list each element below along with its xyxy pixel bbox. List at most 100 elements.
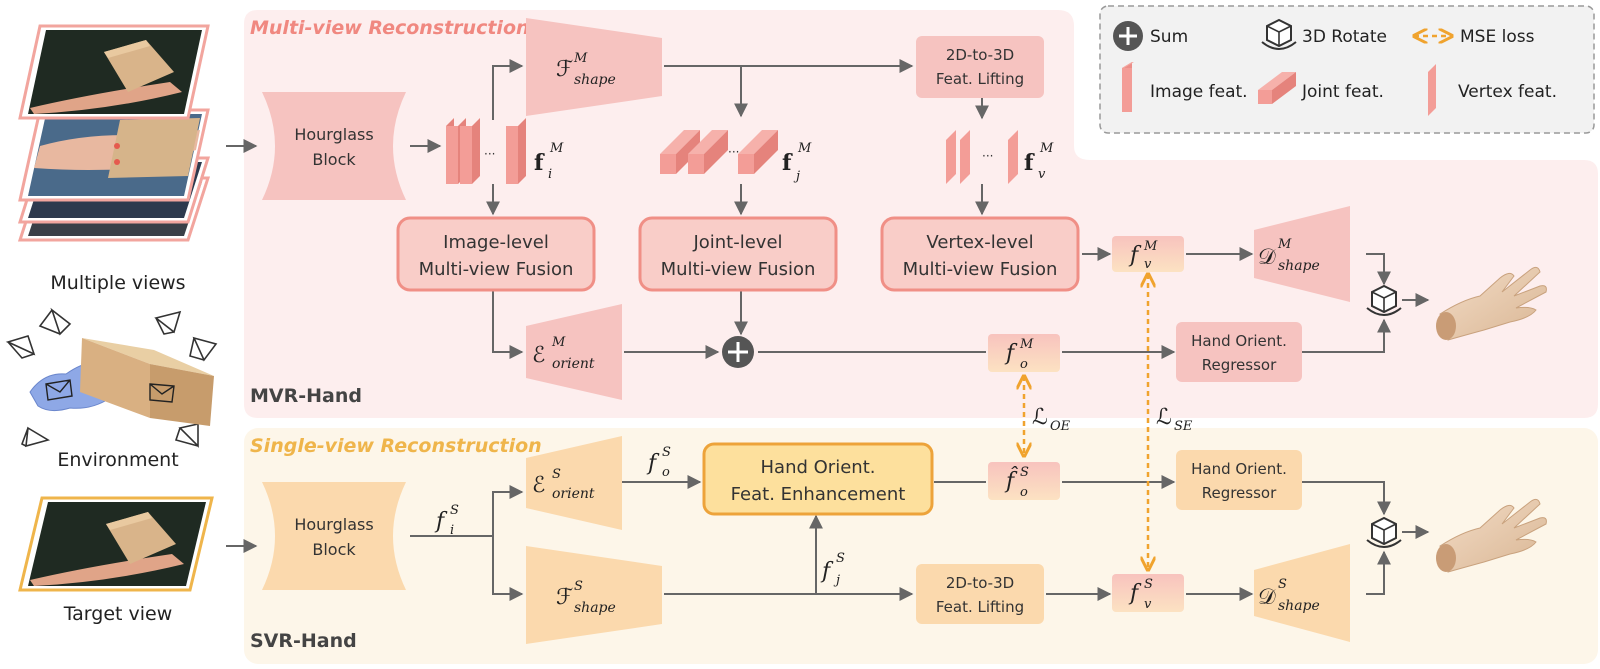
camera-icon — [174, 423, 199, 448]
svg-text:Hand Orient.: Hand Orient. — [1191, 460, 1287, 478]
image-level-fusion: Image-level Multi-view Fusion — [396, 216, 596, 292]
svg-text:M: M — [1277, 237, 1292, 252]
mvr-vertex-feat-stack: ··· — [946, 130, 1018, 184]
svg-text:M: M — [551, 335, 566, 350]
multiple-views-label: Multiple views — [50, 272, 185, 294]
image-feat-icon — [1122, 62, 1134, 112]
sum-icon — [1113, 21, 1143, 51]
svg-text:ℒ: ℒ — [1032, 405, 1048, 430]
mvr-title: Multi-view Reconstruction — [250, 17, 530, 39]
svg-text:Hourglass: Hourglass — [294, 125, 373, 144]
svg-text:S: S — [450, 503, 459, 518]
svg-text:Feat. Lifting: Feat. Lifting — [936, 598, 1024, 616]
svg-text:Feat. Lifting: Feat. Lifting — [936, 70, 1024, 88]
mvr-vertex-feat-label: f M v — [1024, 141, 1054, 182]
view-image-1 — [18, 24, 210, 120]
svg-text:Image-level: Image-level — [443, 232, 549, 253]
svr-feat-enhancement: Hand Orient. Feat. Enhancement — [702, 442, 934, 516]
svr-orient-regressor: Hand Orient. Regressor — [1176, 450, 1302, 510]
camera-icon — [38, 307, 72, 336]
svg-text:M: M — [797, 141, 812, 156]
multi-view-images — [17, 24, 211, 242]
svr-orient-encoder-label: ℰ S orient — [532, 467, 595, 502]
svg-text:ℰ: ℰ — [532, 473, 545, 498]
target-view-label: Target view — [63, 603, 173, 625]
view-image-2 — [18, 108, 210, 202]
svg-text:f: f — [1024, 150, 1035, 176]
svg-text:Hourglass: Hourglass — [294, 515, 373, 534]
svg-text:Multi-view Fusion: Multi-view Fusion — [903, 259, 1058, 280]
svr-shape-encoder — [526, 546, 662, 644]
mvr-hourglass-block: Hourglass Block — [262, 92, 406, 200]
joint-feat-icon — [1258, 72, 1296, 104]
svg-text:OE: OE — [1050, 419, 1071, 434]
svg-text:Hand Orient.: Hand Orient. — [761, 457, 876, 478]
svg-text:j: j — [793, 169, 800, 184]
svg-text:o: o — [1020, 485, 1028, 500]
mvr-image-feat-label: f M i — [534, 141, 564, 182]
svg-text:SE: SE — [1174, 419, 1193, 434]
svr-lifting-block: 2D-to-3D Feat. Lifting — [916, 564, 1044, 624]
svg-text:S: S — [552, 467, 561, 482]
svg-text:Multi-view Fusion: Multi-view Fusion — [419, 259, 574, 280]
svg-text:Multi-view Fusion: Multi-view Fusion — [661, 259, 816, 280]
svg-text:2D-to-3D: 2D-to-3D — [946, 46, 1014, 64]
svg-text:shape: shape — [1278, 598, 1320, 614]
svg-text:S: S — [574, 579, 583, 594]
svg-text:shape: shape — [574, 72, 616, 88]
svr-name: SVR-Hand — [250, 630, 357, 652]
sum-node-icon — [722, 336, 754, 368]
camera-icon — [189, 336, 218, 362]
legend-image-feat-label: Image feat. — [1150, 82, 1248, 102]
svg-text:orient: orient — [552, 486, 595, 502]
svg-text:Regressor: Regressor — [1202, 356, 1277, 374]
svg-text:f: f — [534, 150, 545, 176]
mvr-joint-feat-stack: ··· — [660, 130, 778, 174]
mvr-shape-encoder — [526, 18, 662, 116]
svr-title: Single-view Reconstruction — [250, 435, 542, 457]
environment-label: Environment — [57, 449, 178, 471]
legend-sum-label: Sum — [1150, 27, 1188, 47]
svg-text:Hand Orient.: Hand Orient. — [1191, 332, 1287, 350]
mvr-orient-regressor: Hand Orient. Regressor — [1176, 322, 1302, 382]
mvr-rotate-icon — [1366, 284, 1402, 316]
svg-text:M: M — [549, 141, 564, 156]
svg-text:ℱ: ℱ — [556, 585, 573, 610]
svg-text:shape: shape — [574, 600, 616, 616]
svg-text:S: S — [1144, 577, 1153, 592]
svg-text:j: j — [833, 573, 840, 588]
svr-rotate-icon — [1366, 516, 1402, 548]
svg-text:M: M — [573, 51, 588, 66]
mvr-shape-decoder-label: 𝒟 M shape — [1258, 237, 1320, 274]
svg-text:shape: shape — [1278, 258, 1320, 274]
mvr-lifting-block: 2D-to-3D Feat. Lifting — [916, 36, 1044, 98]
camera-icon — [20, 426, 51, 448]
svr-shape-decoder-label: 𝒟 S shape — [1258, 577, 1320, 614]
environment-illustration — [5, 307, 218, 448]
vertex-level-fusion: Vertex-level Multi-view Fusion — [880, 216, 1080, 292]
svr-fo-hat-box: f̂ S o — [988, 462, 1060, 500]
svg-text:o: o — [662, 465, 670, 480]
mvr-shape-decoder — [1254, 206, 1350, 302]
svg-text:𝒟: 𝒟 — [1258, 245, 1276, 270]
mvr-image-feat-stack: ··· — [446, 118, 526, 184]
legend: Sum 3D Rotate MSE loss Image feat. Joint… — [1099, 5, 1595, 134]
svg-text:v: v — [1144, 597, 1152, 612]
svr-shape-encoder-label: ℱ S shape — [556, 579, 616, 616]
mvr-fv-box: f M v — [1112, 236, 1184, 272]
svg-text:ℱ: ℱ — [556, 57, 573, 82]
vertex-feat-icon — [1428, 64, 1436, 116]
svg-text:S: S — [1278, 577, 1287, 592]
svr-shape-decoder — [1254, 544, 1350, 642]
camera-icon — [5, 335, 36, 359]
mvr-joint-feat-label: f M j — [782, 141, 812, 184]
svg-text:Joint-level: Joint-level — [692, 232, 782, 253]
mvr-shape-encoder-label: ℱ M shape — [556, 51, 616, 88]
svg-text:S: S — [662, 445, 671, 460]
svg-text:ℒ: ℒ — [1156, 405, 1172, 430]
rotate-icon — [1261, 18, 1297, 50]
mvr-output-hand-mesh — [1436, 266, 1547, 341]
svg-text:S: S — [836, 551, 845, 566]
